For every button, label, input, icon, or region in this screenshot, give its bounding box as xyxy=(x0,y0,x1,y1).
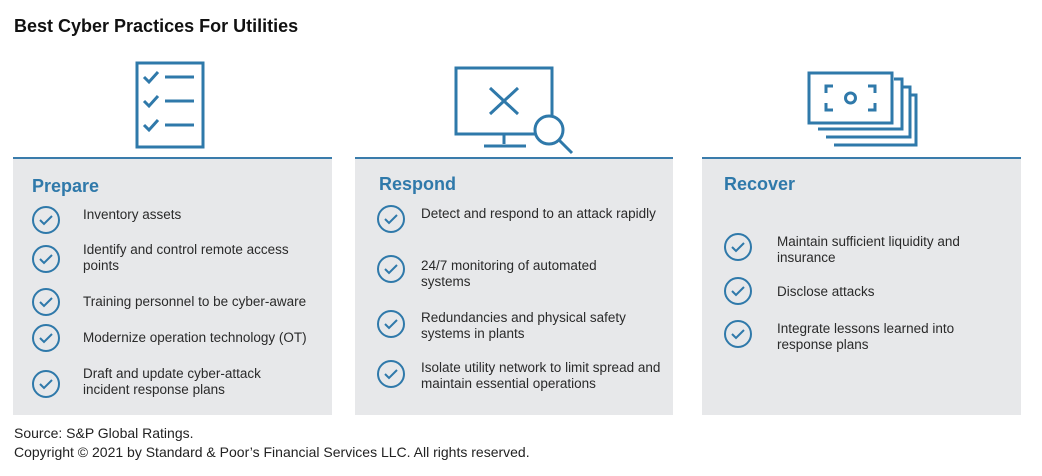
panel-title: Respond xyxy=(379,174,457,194)
infographic-title: Best Cyber Practices For Utilities xyxy=(14,16,299,36)
item-text: 24/7 monitoring of automated systems xyxy=(421,258,597,289)
check-circle-icon xyxy=(377,310,405,338)
money-stack-icon xyxy=(807,71,918,147)
respond-panel: Respond Detect and respond to an attack … xyxy=(355,157,673,415)
item-text: Disclose attacks xyxy=(777,284,875,299)
check-circle-icon xyxy=(32,370,60,398)
check-circle-icon xyxy=(32,206,60,234)
check-circle-icon xyxy=(377,360,405,388)
item-text: Training personnel to be cyber-aware xyxy=(83,294,307,309)
checklist-icon xyxy=(135,61,205,149)
recover-panel: Recover Maintain sufficient liquidity an… xyxy=(702,157,1021,415)
item-text: Inventory assets xyxy=(83,207,182,222)
item-text: Integrate lessons learned into response … xyxy=(777,321,955,352)
prepare-panel: Prepare Inventory assets Identify and co… xyxy=(13,157,332,415)
source-note: Source: S&P Global Ratings. xyxy=(14,425,194,441)
item-text: Detect and respond to an attack rapidly xyxy=(421,206,656,221)
check-circle-icon xyxy=(724,277,752,305)
panel-title: Recover xyxy=(724,174,796,194)
monitor-search-icon xyxy=(454,66,574,155)
check-circle-icon xyxy=(32,288,60,316)
check-circle-icon xyxy=(32,245,60,273)
check-circle-icon xyxy=(724,233,752,261)
panel-title: Prepare xyxy=(32,176,100,196)
item-text: Isolate utility network to limit spread … xyxy=(421,360,661,391)
item-text: Maintain sufficient liquidity and insura… xyxy=(777,234,960,265)
item-text: Redundancies and physical safety systems… xyxy=(421,310,626,341)
item-text: Draft and update cyber-attack incident r… xyxy=(83,366,261,397)
item-text: Identify and control remote access point… xyxy=(83,242,289,273)
check-circle-icon xyxy=(377,205,405,233)
check-circle-icon xyxy=(377,255,405,283)
copyright-note: Copyright © 2021 by Standard & Poor’s Fi… xyxy=(14,444,530,460)
item-text: Modernize operation technology (OT) xyxy=(83,330,307,345)
check-circle-icon xyxy=(724,320,752,348)
check-circle-icon xyxy=(32,324,60,352)
